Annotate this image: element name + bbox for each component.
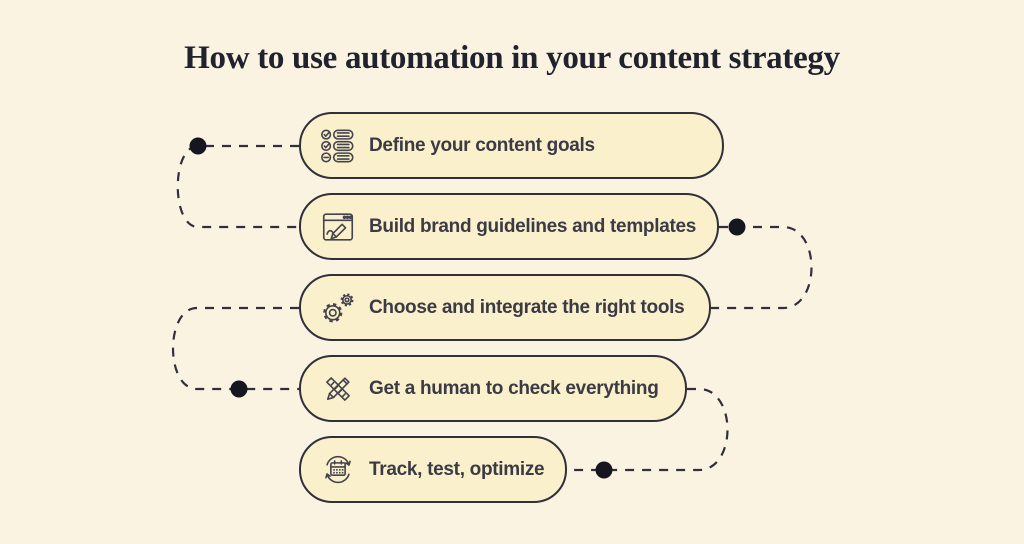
step-label: Get a human to check everything [369,377,659,399]
connector-1 [176,144,299,229]
step-label: Track, test, optimize [369,458,545,480]
connector-dot-4 [595,461,613,479]
connector-4 [567,387,729,472]
step-label: Build brand guidelines and templates [369,215,697,237]
step-box-track-test-optimize: Track, test, optimize [299,436,567,503]
step-box-define-goals: Define your content goals [299,112,724,179]
connector-dot-2 [728,218,746,236]
step-box-integrate-tools: Choose and integrate the right tools [299,274,711,341]
connector-dot-3 [230,380,248,398]
calendar-refresh-icon [319,451,357,489]
gears-icon [319,289,357,327]
page-title: How to use automation in your content st… [184,40,840,76]
step-box-brand-guidelines: Build brand guidelines and templates [299,193,719,260]
step-label: Choose and integrate the right tools [369,296,685,318]
checklist-icon [319,127,357,165]
connector-dot-1 [189,137,207,155]
step-box-human-check: Get a human to check everything [299,355,687,422]
connector-3 [172,306,299,391]
browser-edit-icon [319,208,357,246]
connector-2 [711,225,813,310]
step-label: Define your content goals [369,134,595,156]
pencil-ruler-icon [319,370,357,408]
